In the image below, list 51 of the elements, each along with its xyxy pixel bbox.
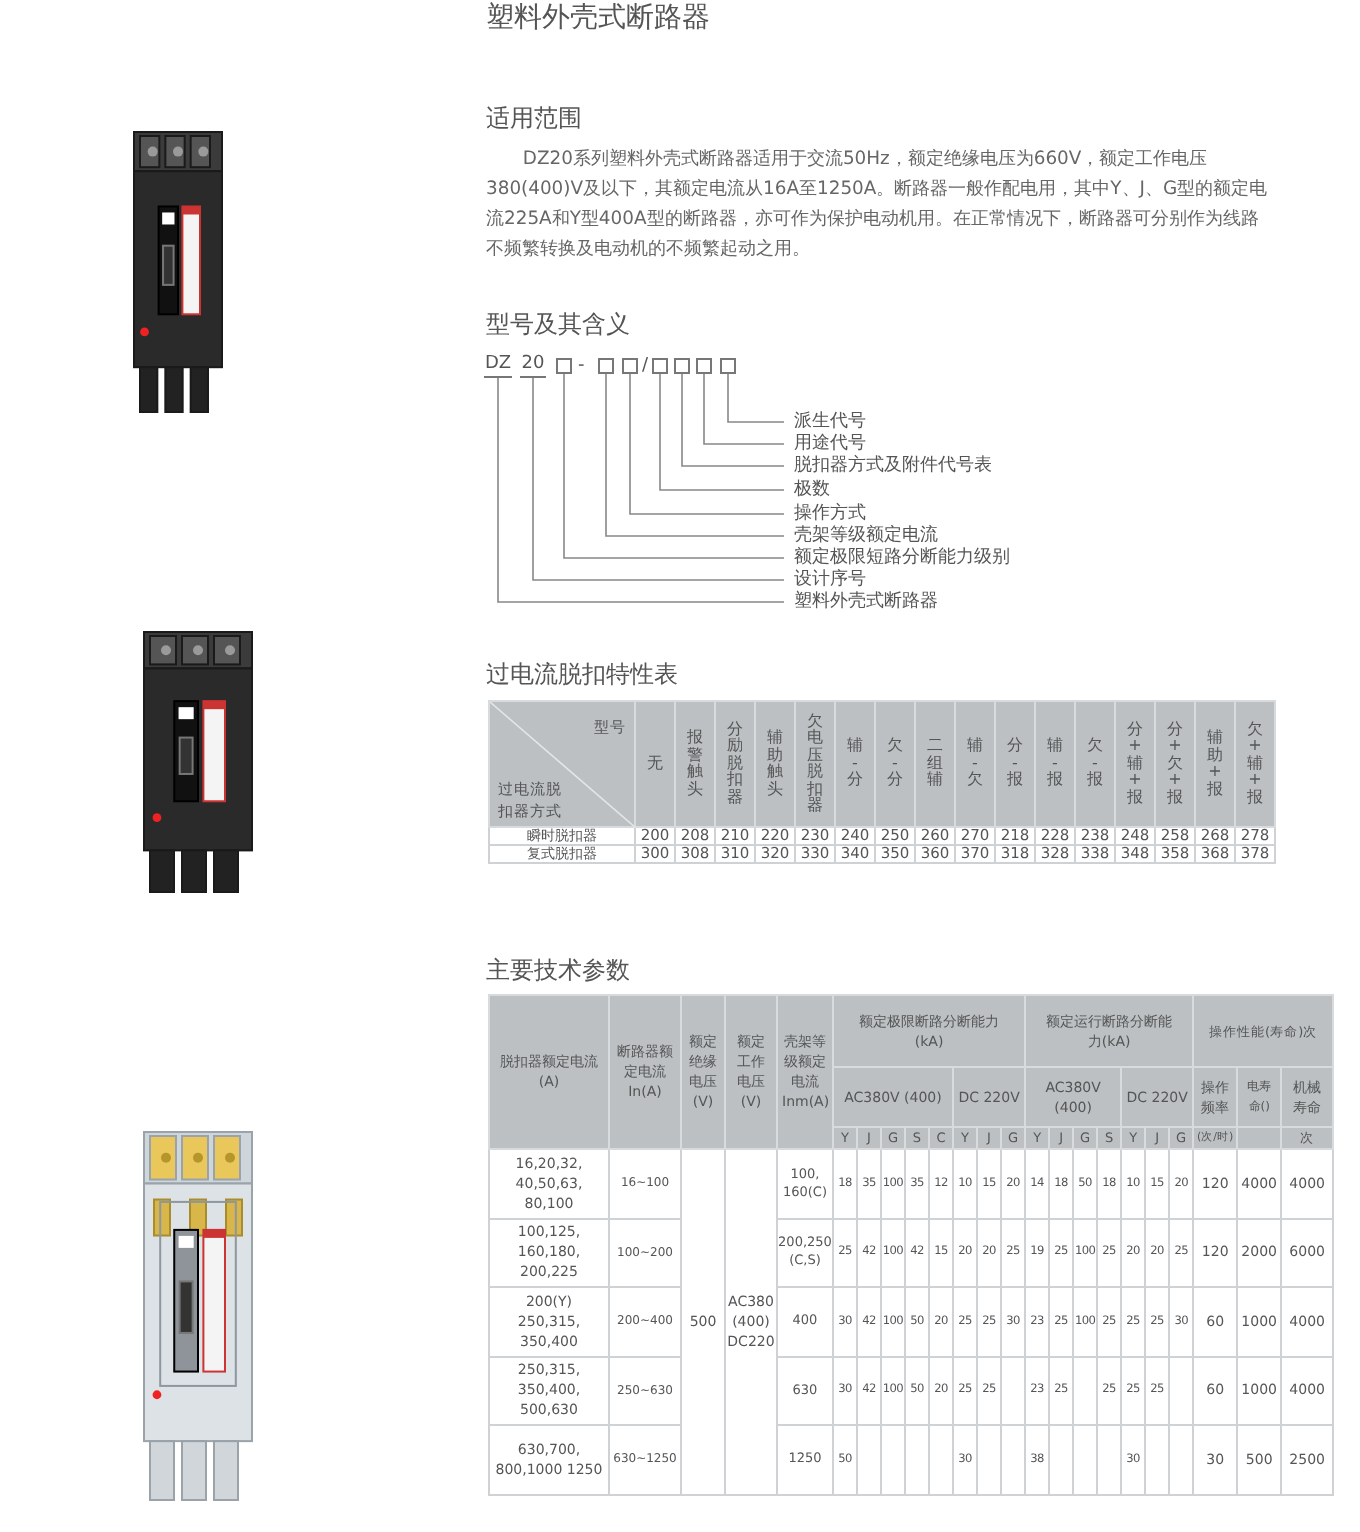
header-cell: 分+欠+报 (1155, 701, 1195, 827)
code-box (696, 358, 712, 374)
meaning-label: 塑料外壳式断路器 (784, 590, 938, 614)
code-box (598, 358, 614, 374)
header-cell: 辅助+报 (1195, 701, 1235, 827)
model-code: DZ (484, 354, 512, 378)
section-heading: 主要技术参数 (486, 954, 630, 988)
header-cell: 欠电压脱扣器 (795, 701, 835, 827)
header-cell: 欠+辅+报 (1235, 701, 1275, 827)
header-cell: 辅-分 (835, 701, 875, 827)
header-cell: 二组辅 (915, 701, 955, 827)
section-heading: 适用范围 (486, 102, 582, 136)
meaning-label: 派生代号 (784, 410, 866, 434)
section-heading: 型号及其含义 (486, 308, 630, 342)
model-code: 20 (520, 354, 546, 378)
leader-line (497, 377, 785, 603)
meaning-label: 额定极限短路分断能力级别 (784, 546, 1010, 570)
header-cell: 辅-欠 (955, 701, 995, 827)
code-box (674, 358, 690, 374)
page-title: 塑料外壳式断路器 (486, 0, 710, 36)
leader-line (605, 373, 785, 537)
meaning-label: 壳架等级额定电流 (784, 524, 938, 548)
header-cell: 无 (635, 701, 675, 827)
code-box (720, 358, 736, 374)
code-separator: / (642, 354, 649, 378)
meaning-label: 脱扣器方式及附件代号表 (784, 454, 992, 478)
header-cell: 辅助触头 (755, 701, 795, 827)
code-box (622, 358, 638, 374)
leader-line (703, 373, 785, 445)
section-heading: 过电流脱扣特性表 (486, 658, 678, 692)
paragraph: DZ20系列塑料外壳式断路器适用于交流50Hz，额定绝缘电压为660V，额定工作电压380(400)V及以下，其额定电流从16A至1250A。断路器一般作配电用，其中Y、J、G型的额定电流225A和Y型400A型的断路器，亦可作为保护电动机用。在正常情况下，断路器可分别作为线路不频繁转换及电动机的不频繁起动之用。 (486, 146, 1270, 264)
header-cell: 报警触头 (675, 701, 715, 827)
code-box (652, 358, 668, 374)
leader-line (629, 373, 785, 515)
meaning-label: 操作方式 (784, 502, 866, 526)
header-cell: 分励脱扣器 (715, 701, 755, 827)
header-cell: 欠-报 (1075, 701, 1115, 827)
header-cell: 辅-报 (1035, 701, 1075, 827)
meaning-label: 用途代号 (784, 432, 866, 456)
leader-line (681, 373, 785, 467)
header-cell: 分-报 (995, 701, 1035, 827)
header-cell: 欠-分 (875, 701, 915, 827)
meaning-label: 设计序号 (784, 568, 866, 592)
leader-line (727, 373, 785, 423)
header-cell: 分+辅+报 (1115, 701, 1155, 827)
leader-line (532, 377, 785, 581)
meaning-label: 极数 (784, 478, 830, 502)
leader-line (563, 373, 785, 559)
leader-line (659, 373, 785, 491)
code-separator: - (578, 354, 585, 378)
code-box (556, 358, 572, 374)
